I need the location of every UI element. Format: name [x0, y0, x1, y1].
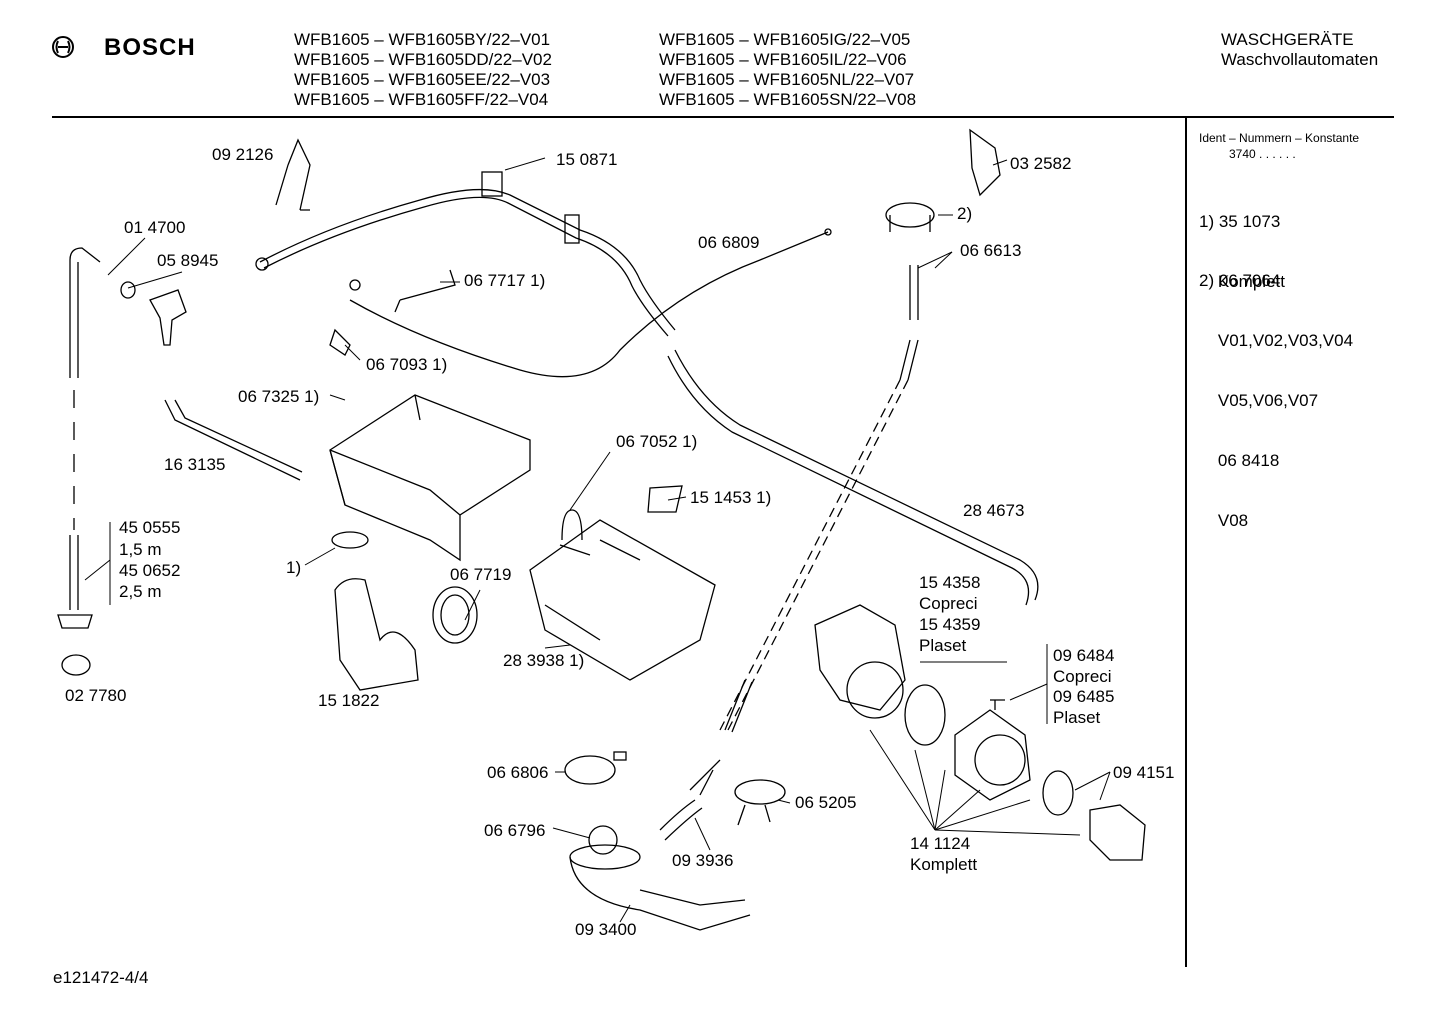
part-label: 09 3936 — [672, 851, 734, 870]
part-label: 06 5205 — [795, 793, 857, 812]
model-list-col2: WFB1605 – WFB1605IG/22–V05 WFB1605 – WFB… — [659, 30, 916, 110]
part-label: 06 7052 1) — [616, 432, 698, 451]
part-label: 15 1822 — [318, 691, 380, 710]
note-line: 1) 35 1073 — [1199, 212, 1281, 231]
part-label: 15 0871 — [556, 150, 618, 169]
model-line: WFB1605 – WFB1605SN/22–V08 — [659, 90, 917, 109]
note-line: 06 8418 — [1199, 451, 1280, 470]
part-label: 06 6806 — [487, 763, 549, 782]
model-line: WFB1605 – WFB1605IG/22–V05 — [659, 30, 911, 49]
part-label: 09 2126 — [212, 145, 274, 164]
sidebar-note-1: 1) 35 1073 Komplett — [1199, 172, 1285, 312]
part-label: 15 1453 1) — [690, 488, 772, 507]
part-label: 06 7719 — [450, 565, 512, 584]
part-label: 2,5 m — [119, 582, 162, 601]
part-label: Copreci — [1053, 667, 1112, 686]
model-line: WFB1605 – WFB1605BY/22–V01 — [294, 30, 551, 49]
model-line: WFB1605 – WFB1605DD/22–V02 — [294, 50, 552, 69]
model-line: WFB1605 – WFB1605NL/22–V07 — [659, 70, 915, 89]
model-line: WFB1605 – WFB1605EE/22–V03 — [294, 70, 551, 89]
part-label: 28 4673 — [963, 501, 1025, 520]
part-label: 06 6613 — [960, 241, 1022, 260]
note-line: 2) 06 7064 — [1199, 271, 1281, 290]
model-line: WFB1605 – WFB1605FF/22–V04 — [294, 90, 549, 109]
note-line: V05,V06,V07 — [1199, 391, 1319, 410]
note-line: Komplett — [1199, 272, 1285, 291]
category-subtitle: Waschvollautomaten — [1221, 50, 1379, 69]
part-label: 06 6796 — [484, 821, 546, 840]
note-line: V08 — [1199, 511, 1249, 530]
brand-name: BOSCH — [104, 34, 196, 61]
part-label: 06 7717 1) — [464, 271, 546, 290]
part-label: 16 3135 — [164, 455, 226, 474]
part-label: 01 4700 — [124, 218, 186, 237]
category-title: WASCHGERÄTE — [1221, 30, 1354, 49]
part-label: 1,5 m — [119, 540, 162, 559]
part-label: 28 3938 1) — [503, 651, 585, 670]
part-label: 15 4359 — [919, 615, 981, 634]
part-label: 06 6809 — [698, 233, 760, 252]
part-label: 09 4151 — [1113, 763, 1175, 782]
part-label: 45 0555 — [119, 518, 181, 537]
part-label: Komplett — [910, 855, 978, 874]
document-id: e121472-4/4 — [53, 968, 149, 987]
part-label: 09 3400 — [575, 920, 637, 939]
sidebar-title: Ident – Nummern – Konstante — [1199, 131, 1360, 145]
part-label: 45 0652 — [119, 561, 181, 580]
sidebar-note-2: 2) 06 7064 V01,V02,V03,V04 V05,V06,V07 0… — [1199, 231, 1353, 551]
model-line: WFB1605 – WFB1605IL/22–V06 — [659, 50, 907, 69]
part-label: 14 1124 — [910, 834, 971, 853]
part-label: 06 7325 1) — [238, 387, 320, 406]
part-label: Plaset — [1053, 708, 1101, 727]
part-label: 03 2582 — [1010, 154, 1072, 173]
part-label: 05 8945 — [157, 251, 219, 270]
part-label: 1) — [286, 558, 302, 577]
model-list-col1: WFB1605 – WFB1605BY/22–V01 WFB1605 – WFB… — [294, 30, 552, 110]
part-label: 09 6485 — [1053, 687, 1115, 706]
part-label: 06 7093 1) — [366, 355, 448, 374]
part-label: 09 6484 — [1053, 646, 1115, 665]
part-label: 2) — [957, 204, 973, 223]
part-label: Plaset — [919, 636, 967, 655]
part-label: 02 7780 — [65, 686, 127, 705]
part-label: 15 4358 — [919, 573, 981, 592]
note-line: V01,V02,V03,V04 — [1199, 331, 1354, 350]
bosch-logo-icon — [52, 36, 74, 58]
category-block: WASCHGERÄTE Waschvollautomaten — [1221, 30, 1378, 70]
sidebar-constant: 3740 . . . . . . — [1229, 147, 1296, 161]
part-label: Copreci — [919, 594, 978, 613]
